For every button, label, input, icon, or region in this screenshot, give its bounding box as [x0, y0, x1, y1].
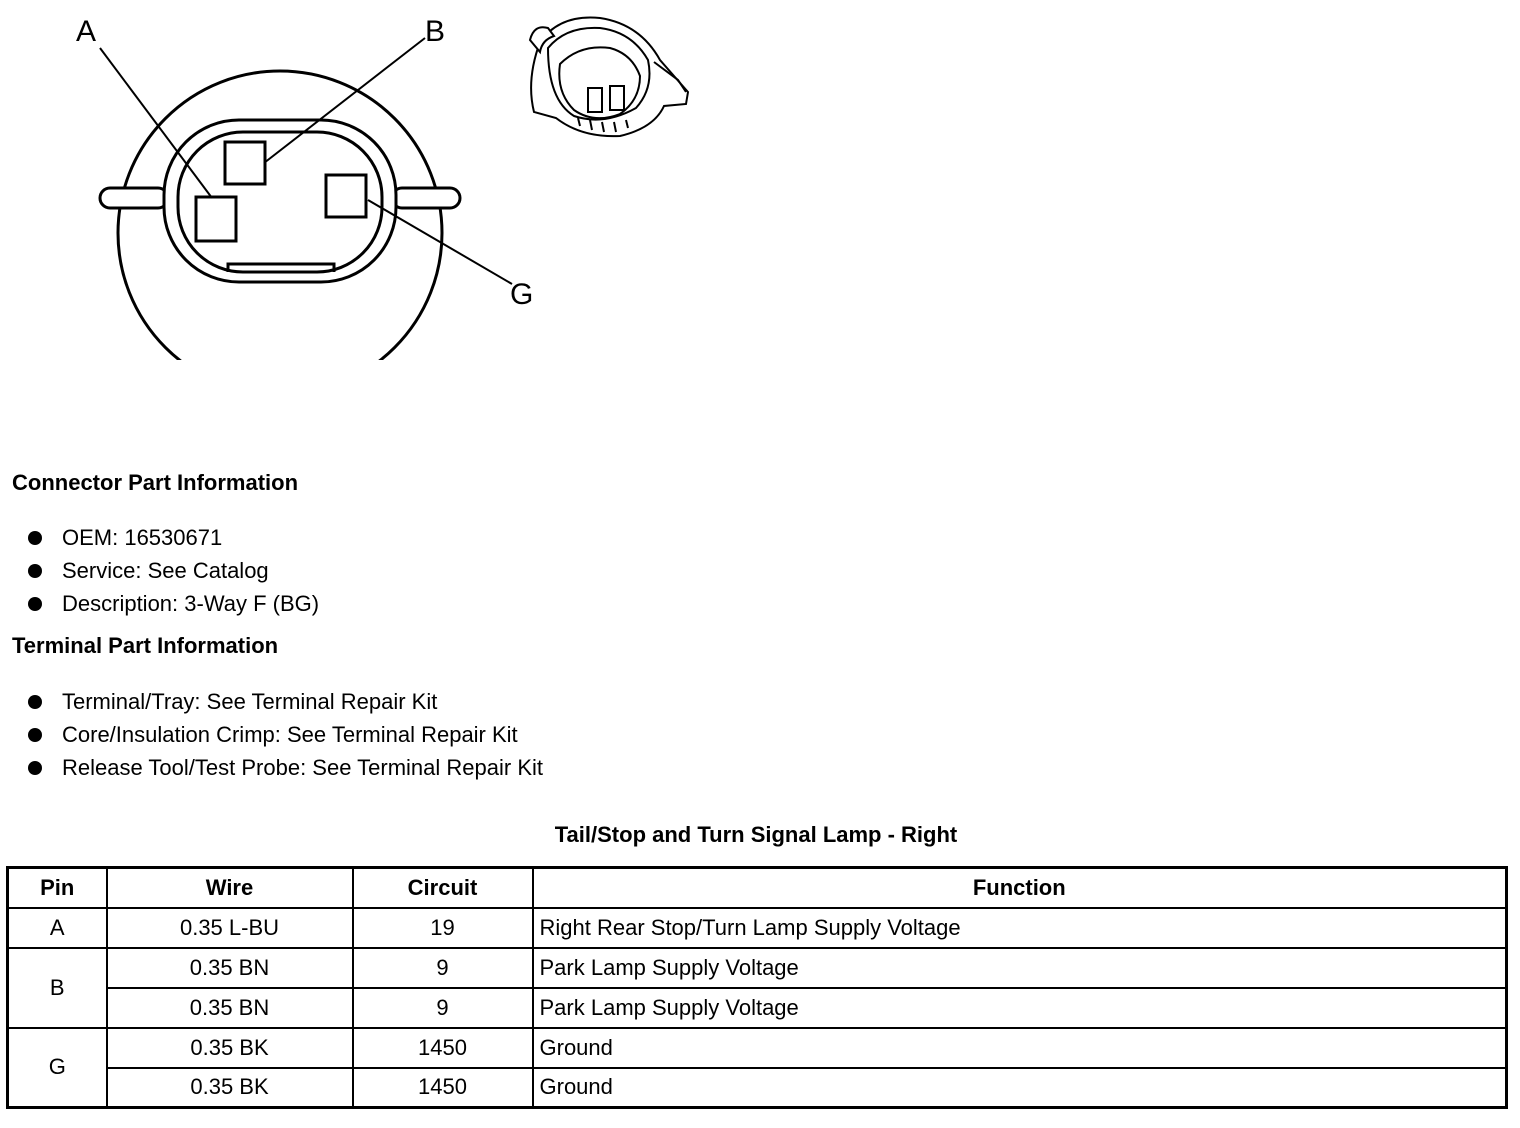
list-item-text: Core/Insulation Crimp: See Terminal Repa…	[62, 722, 518, 747]
list-item-text: Terminal/Tray: See Terminal Repair Kit	[62, 689, 438, 714]
list-item: Description: 3-Way F (BG)	[28, 587, 319, 620]
cell-circuit: 1450	[351, 1026, 534, 1069]
table-header-row: Pin Wire Circuit Function	[6, 866, 1508, 909]
cell-pin: A	[6, 906, 108, 949]
table-row: B 0.35 BN 9 Park Lamp Supply Voltage	[6, 946, 1508, 1029]
header-wire: Wire	[105, 866, 354, 909]
bullet-icon	[28, 760, 42, 775]
cell-pin: G	[6, 1026, 108, 1109]
list-item-text: Service: See Catalog	[62, 558, 269, 583]
cell-pin: B	[6, 946, 108, 1029]
list-item-text: Description: 3-Way F (BG)	[62, 591, 320, 616]
connector-diagram: A B G	[76, 15, 690, 360]
cell-circuit: 9	[351, 986, 534, 1029]
terminal-cavity-g	[324, 173, 368, 219]
terminal-cavity-b	[223, 140, 267, 186]
cell-function: Ground	[531, 1066, 1508, 1109]
left-locking-tab	[98, 186, 170, 210]
header-circuit: Circuit	[351, 866, 534, 909]
header-pin: Pin	[6, 866, 108, 909]
terminal-info-list: Terminal/Tray: See Terminal Repair Kit C…	[28, 685, 543, 784]
callout-b: B	[425, 15, 445, 48]
list-item: Service: See Catalog	[28, 554, 319, 587]
bullet-icon	[28, 530, 42, 545]
connector-section-title: Connector Part Information	[12, 470, 299, 495]
cell-wire: 0.35 BN	[105, 946, 354, 989]
list-item: OEM: 16530671	[28, 521, 319, 554]
cell-function: Park Lamp Supply Voltage	[531, 986, 1508, 1029]
cell-function: Park Lamp Supply Voltage	[531, 946, 1508, 989]
right-locking-tab	[390, 186, 462, 210]
cell-function: Ground	[531, 1026, 1508, 1069]
table-row: G 0.35 BK 1450 Ground	[6, 1026, 1508, 1109]
cavity-key-notch	[226, 262, 336, 272]
bullet-icon	[28, 694, 42, 709]
list-item: Core/Insulation Crimp: See Terminal Repa…	[28, 718, 543, 751]
leader-line-b	[263, 37, 426, 164]
cell-circuit: 19	[351, 906, 534, 949]
cell-circuit: 9	[351, 946, 534, 989]
cell-wire: 0.35 BK	[105, 1066, 354, 1109]
cell-wire: 0.35 L-BU	[105, 906, 354, 949]
list-item: Terminal/Tray: See Terminal Repair Kit	[28, 685, 543, 718]
pinout-table: Pin Wire Circuit Function A 0.35 L-BU 19…	[6, 866, 1508, 1109]
list-item-text: OEM: 16530671	[62, 525, 223, 550]
list-item: Release Tool/Test Probe: See Terminal Re…	[28, 751, 543, 784]
list-item-text: Release Tool/Test Probe: See Terminal Re…	[62, 755, 543, 780]
cell-wire: 0.35 BN	[105, 986, 354, 1029]
bullet-icon	[28, 596, 42, 611]
cell-circuit: 1450	[351, 1066, 534, 1109]
terminal-cavity-a	[194, 195, 238, 243]
bullet-icon	[28, 727, 42, 742]
callout-g: G	[510, 278, 533, 311]
cell-wire: 0.35 BK	[105, 1026, 354, 1069]
leader-line-g	[367, 199, 513, 285]
terminal-section-title: Terminal Part Information	[12, 633, 279, 658]
bullet-icon	[28, 563, 42, 578]
table-row: 0.35 BK 1450 Ground	[8, 1066, 1508, 1109]
leader-line-a	[99, 47, 213, 199]
connector-info-list: OEM: 16530671 Service: See Catalog Descr…	[28, 521, 319, 620]
table-row: 0.35 BN 9 Park Lamp Supply Voltage	[8, 986, 1508, 1029]
connector-3d-illustration	[528, 16, 690, 138]
header-function: Function	[531, 866, 1508, 909]
callout-a: A	[76, 15, 96, 48]
table-row: A 0.35 L-BU 19 Right Rear Stop/Turn Lamp…	[6, 906, 1508, 949]
cell-function: Right Rear Stop/Turn Lamp Supply Voltage	[531, 906, 1508, 949]
table-title: Tail/Stop and Turn Signal Lamp - Right	[554, 822, 958, 847]
